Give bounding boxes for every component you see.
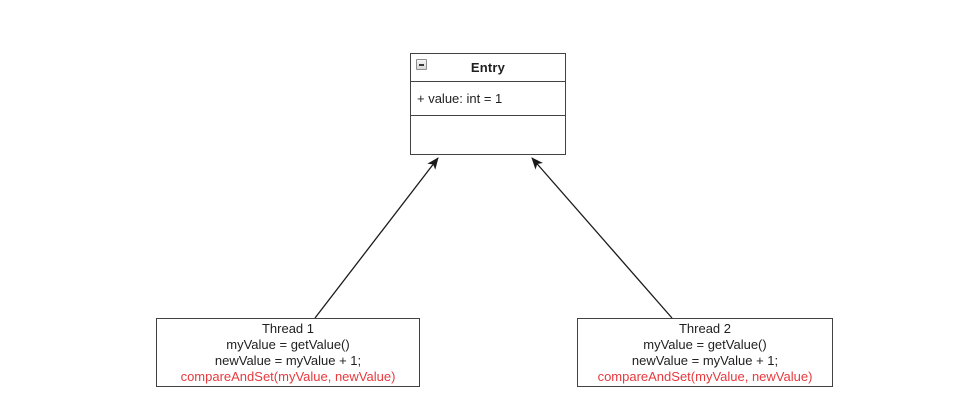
entry-attribute-value: + value: int = 1 bbox=[417, 91, 503, 106]
thread2-compare-and-set-line: compareAndSet(myValue, newValue) bbox=[597, 369, 813, 384]
thread2-code-line: myValue = getValue() bbox=[643, 337, 767, 352]
thread1-code-line: newValue = myValue + 1; bbox=[214, 353, 362, 368]
minus-glyph bbox=[419, 63, 424, 66]
thread1-node[interactable]: Thread 1 myValue = getValue() newValue =… bbox=[156, 318, 420, 387]
entry-class-header: Entry bbox=[411, 54, 565, 82]
thread2-code-line: newValue = myValue + 1; bbox=[631, 353, 779, 368]
collapse-icon[interactable] bbox=[416, 59, 427, 70]
entry-class-node[interactable]: Entry + value: int = 1 bbox=[410, 53, 566, 155]
entry-class-attributes: + value: int = 1 bbox=[411, 82, 565, 116]
arrow-thread2-to-entry[interactable] bbox=[531, 157, 673, 319]
thread2-node[interactable]: Thread 2 myValue = getValue() newValue =… bbox=[577, 318, 833, 387]
thread1-title: Thread 1 bbox=[261, 321, 315, 336]
arrow-thread1-to-entry[interactable] bbox=[314, 157, 439, 319]
thread2-title: Thread 2 bbox=[678, 321, 732, 336]
entry-class-methods-empty bbox=[411, 116, 565, 154]
thread1-code-line: myValue = getValue() bbox=[226, 337, 350, 352]
thread1-compare-and-set-line: compareAndSet(myValue, newValue) bbox=[180, 369, 396, 384]
entry-class-title: Entry bbox=[470, 60, 506, 75]
